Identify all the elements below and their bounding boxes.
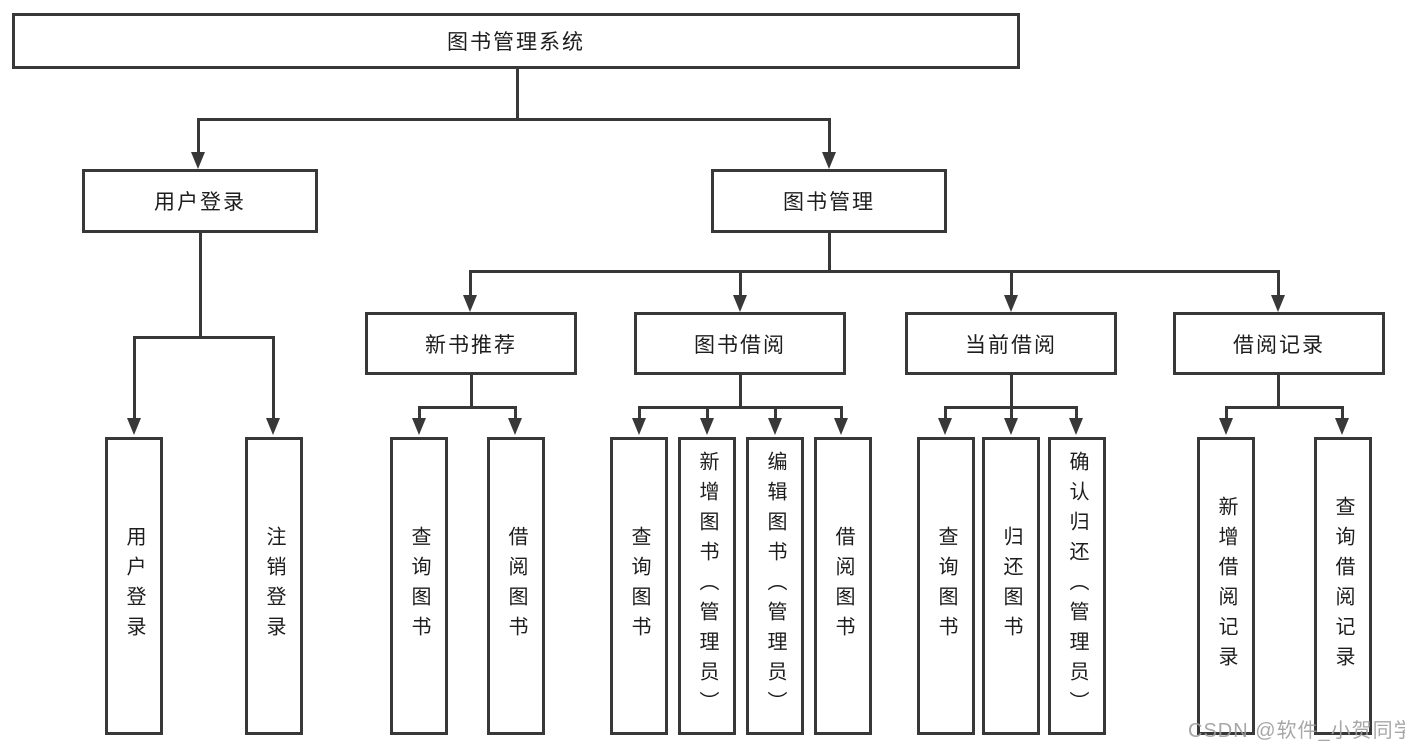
leaf-return-books: 归还图书 — [982, 437, 1040, 735]
leaf-logout-label: 注销登录 — [263, 526, 285, 646]
connector-line — [1277, 270, 1280, 295]
connector-line — [470, 375, 473, 408]
connector-line — [774, 406, 777, 418]
node-current-borrow: 当前借阅 — [905, 312, 1117, 375]
leaf-return-books-label: 归还图书 — [1000, 526, 1022, 646]
arrow-down-icon — [1004, 295, 1018, 312]
leaf-add-books-admin: 新增图书（管理员） — [678, 437, 736, 735]
connector-line — [516, 69, 519, 119]
leaf-edit-books-admin: 编辑图书（管理员） — [746, 437, 804, 735]
connector-line — [418, 406, 421, 418]
node-book-management-label: 图书管理 — [783, 191, 875, 214]
connector-line — [638, 406, 641, 418]
connector-line — [1341, 406, 1344, 418]
node-current-borrow-label: 当前借阅 — [965, 333, 1057, 357]
connector-line — [638, 406, 843, 409]
node-user-login-label: 用户登录 — [154, 191, 246, 214]
connector-line — [469, 270, 1280, 273]
node-book-borrow: 图书借阅 — [634, 312, 846, 375]
leaf-user-login: 用户登录 — [105, 437, 163, 735]
arrow-down-icon — [412, 418, 426, 435]
connector-line — [469, 270, 472, 295]
connector-line — [1075, 406, 1078, 418]
connector-line — [418, 406, 517, 409]
leaf-query-books-borrow: 查询图书 — [610, 437, 668, 735]
leaf-borrow-books: 借阅图书 — [814, 437, 872, 735]
connector-line — [197, 118, 200, 152]
csdn-watermark: CSDN @软件_小贺同学 — [1188, 720, 1405, 742]
connector-line — [739, 270, 742, 295]
arrow-down-icon — [733, 295, 747, 312]
connector-line — [1010, 375, 1013, 408]
leaf-add-borrow-record-label: 新增借阅记录 — [1215, 496, 1237, 676]
arrow-down-icon — [632, 418, 646, 435]
connector-line — [199, 233, 202, 338]
arrow-down-icon — [1219, 418, 1233, 435]
leaf-borrow-books-recommend-label: 借阅图书 — [505, 526, 527, 646]
connector-line — [133, 336, 274, 339]
leaf-query-books-borrow-label: 查询图书 — [628, 526, 650, 646]
connector-line — [739, 375, 742, 408]
connector-line — [706, 406, 709, 418]
leaf-confirm-return-admin: 确认归还（管理员） — [1048, 437, 1106, 735]
leaf-confirm-return-admin-label: 确认归还（管理员） — [1066, 451, 1088, 721]
connector-line — [828, 233, 831, 272]
arrow-down-icon — [1335, 418, 1349, 435]
arrow-down-icon — [834, 418, 848, 435]
leaf-logout: 注销登录 — [245, 437, 303, 735]
leaf-query-books-recommend: 查询图书 — [390, 437, 448, 735]
arrow-down-icon — [768, 418, 782, 435]
arrow-down-icon — [822, 152, 836, 169]
leaf-query-books-recommend-label: 查询图书 — [408, 526, 430, 646]
arrow-down-icon — [508, 418, 522, 435]
arrow-down-icon — [463, 295, 477, 312]
arrow-down-icon — [700, 418, 714, 435]
node-book-borrow-label: 图书借阅 — [694, 333, 786, 357]
node-root-label: 图书管理系统 — [447, 31, 585, 54]
connector-line — [514, 406, 517, 418]
connector-line — [1225, 406, 1228, 418]
leaf-add-books-admin-label: 新增图书（管理员） — [696, 451, 718, 721]
connector-line — [828, 118, 831, 152]
connector-line — [272, 336, 275, 418]
arrow-down-icon — [127, 418, 141, 435]
connector-line — [944, 406, 947, 418]
leaf-query-books-current-label: 查询图书 — [935, 526, 957, 646]
node-book-management: 图书管理 — [711, 169, 947, 233]
node-user-login: 用户登录 — [82, 169, 318, 233]
leaf-user-login-label: 用户登录 — [123, 526, 145, 646]
connector-line — [197, 118, 831, 121]
node-borrow-record: 借阅记录 — [1173, 312, 1385, 375]
leaf-query-borrow-record-label: 查询借阅记录 — [1332, 496, 1354, 676]
arrow-down-icon — [938, 418, 952, 435]
node-new-book-recommend-label: 新书推荐 — [425, 333, 517, 357]
leaf-edit-books-admin-label: 编辑图书（管理员） — [764, 451, 786, 721]
node-root: 图书管理系统 — [12, 13, 1020, 69]
arrow-down-icon — [266, 418, 280, 435]
leaf-borrow-books-label: 借阅图书 — [832, 526, 854, 646]
connector-line — [1277, 375, 1280, 408]
connector-line — [1010, 406, 1013, 418]
node-borrow-record-label: 借阅记录 — [1233, 333, 1325, 357]
leaf-query-books-current: 查询图书 — [917, 437, 975, 735]
connector-line — [840, 406, 843, 418]
arrow-down-icon — [1271, 295, 1285, 312]
arrow-down-icon — [1069, 418, 1083, 435]
arrow-down-icon — [1004, 418, 1018, 435]
leaf-add-borrow-record: 新增借阅记录 — [1197, 437, 1255, 735]
connector-line — [1225, 406, 1343, 409]
arrow-down-icon — [191, 152, 205, 169]
leaf-borrow-books-recommend: 借阅图书 — [487, 437, 545, 735]
node-new-book-recommend: 新书推荐 — [365, 312, 577, 375]
connector-line — [133, 336, 136, 418]
connector-line — [1010, 270, 1013, 295]
leaf-query-borrow-record: 查询借阅记录 — [1314, 437, 1372, 735]
